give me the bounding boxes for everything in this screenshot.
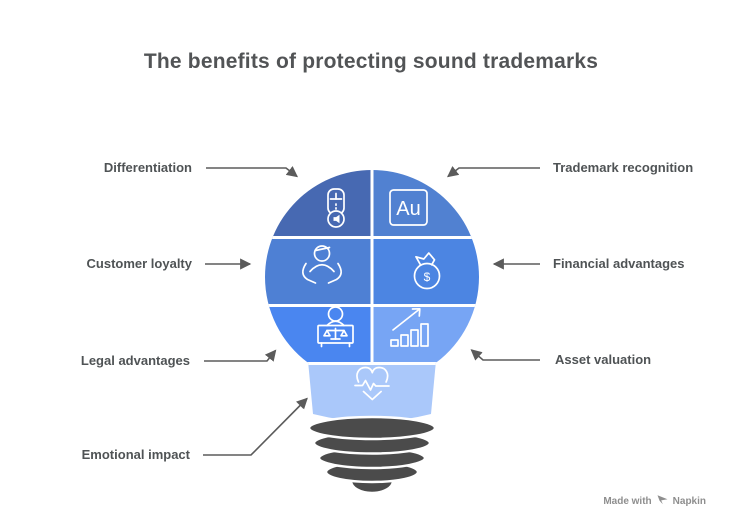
section-trademark-recognition (372, 170, 479, 238)
svg-text:$: $ (424, 270, 431, 284)
gold-au-icon: Au (389, 189, 428, 226)
label-asset-valuation: Asset valuation (555, 352, 652, 367)
page-title: The benefits of protecting sound tradema… (143, 50, 599, 73)
label-trademark-recognition: Trademark recognition (553, 160, 694, 175)
person-in-hands-icon (302, 245, 342, 284)
scales-desk-icon (317, 306, 354, 348)
napkin-brand-text: Napkin (672, 495, 706, 507)
arrow-differentiation (206, 166, 299, 178)
made-with-text: Made with (603, 495, 652, 507)
money-bag-icon: $ (413, 252, 441, 290)
bulb-base (307, 415, 437, 495)
arrow-emotional-impact (203, 397, 308, 456)
svg-text:Au: Au (396, 198, 420, 220)
growth-chart-icon (390, 307, 429, 347)
label-differentiation: Differentiation (103, 160, 192, 175)
label-financial-advantages: Financial advantages (553, 256, 685, 271)
section-dividers (265, 170, 479, 365)
label-emotional-impact: Emotional impact (81, 447, 190, 462)
volume-slider-icon (327, 188, 345, 228)
section-customer-loyalty (265, 237, 372, 306)
section-financial-advantages (372, 237, 479, 306)
arrow-asset-valuation (470, 349, 540, 361)
arrow-trademark-recognition (446, 166, 540, 178)
heartbeat-icon (354, 366, 390, 401)
label-legal-advantages: Legal advantages (80, 353, 190, 368)
section-differentiation (265, 170, 372, 238)
napkin-logo-icon (657, 494, 668, 508)
connector-arrows (203, 166, 540, 456)
made-with-napkin-link[interactable]: Made with Napkin (603, 494, 706, 508)
section-legal-advantages (265, 305, 372, 364)
arrow-legal-advantages (204, 349, 277, 362)
label-customer-loyalty: Customer loyalty (86, 256, 192, 271)
